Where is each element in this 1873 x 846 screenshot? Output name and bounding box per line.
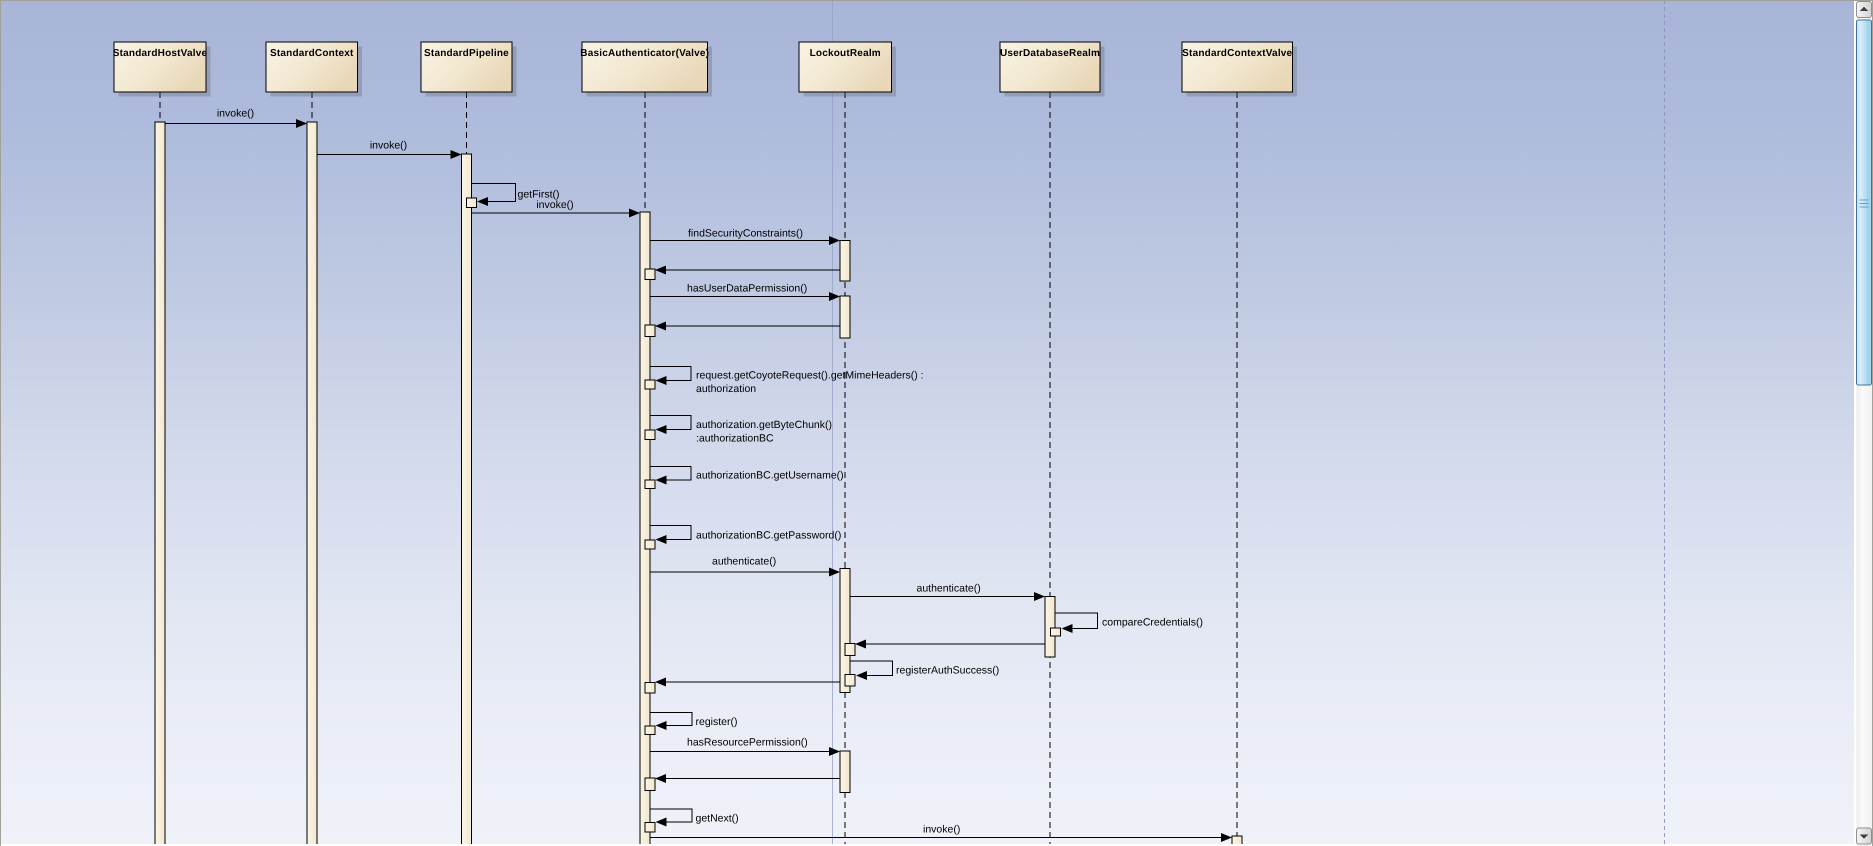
svg-text:hasResourcePermission(): hasResourcePermission() bbox=[687, 737, 808, 749]
svg-text:getFirst(): getFirst() bbox=[518, 189, 560, 201]
svg-text:StandardContext: StandardContext bbox=[270, 48, 354, 59]
svg-text:authorizationBC.getUsername(): authorizationBC.getUsername() bbox=[696, 470, 844, 482]
svg-text:compareCredentials(): compareCredentials() bbox=[1102, 617, 1203, 629]
svg-text:StandardContextValve: StandardContextValve bbox=[1182, 48, 1292, 59]
svg-text:invoke(): invoke() bbox=[536, 199, 573, 211]
svg-text:authorizationBC.getPassword(): authorizationBC.getPassword() bbox=[696, 530, 841, 542]
svg-text:invoke(): invoke() bbox=[923, 824, 960, 836]
svg-text:getNext(): getNext() bbox=[696, 813, 739, 825]
svg-text:authorization.getByteChunk(): authorization.getByteChunk() bbox=[696, 419, 832, 431]
svg-text:registerAuthSuccess(): registerAuthSuccess() bbox=[896, 665, 999, 677]
svg-text:BasicAuthenticator(Valve): BasicAuthenticator(Valve) bbox=[580, 48, 709, 59]
svg-text:request.getCoyoteRequest().get: request.getCoyoteRequest().getMimeHeader… bbox=[696, 370, 924, 382]
svg-text:invoke(): invoke() bbox=[217, 108, 254, 120]
svg-text:hasUserDataPermission(): hasUserDataPermission() bbox=[687, 283, 807, 295]
svg-text:findSecurityConstraints(): findSecurityConstraints() bbox=[688, 228, 803, 240]
svg-text:LockoutRealm: LockoutRealm bbox=[810, 48, 881, 59]
svg-text:authenticate(): authenticate() bbox=[917, 583, 981, 595]
svg-text:UserDatabaseRealm: UserDatabaseRealm bbox=[1000, 48, 1100, 59]
svg-text:register(): register() bbox=[696, 716, 738, 728]
svg-text::authorizationBC: :authorizationBC bbox=[696, 433, 774, 445]
svg-text:StandardHostValve: StandardHostValve bbox=[113, 48, 208, 59]
svg-text:invoke(): invoke() bbox=[370, 140, 407, 152]
svg-text:authenticate(): authenticate() bbox=[712, 556, 776, 568]
svg-text:authorization: authorization bbox=[696, 383, 756, 395]
svg-text:StandardPipeline: StandardPipeline bbox=[424, 48, 509, 59]
